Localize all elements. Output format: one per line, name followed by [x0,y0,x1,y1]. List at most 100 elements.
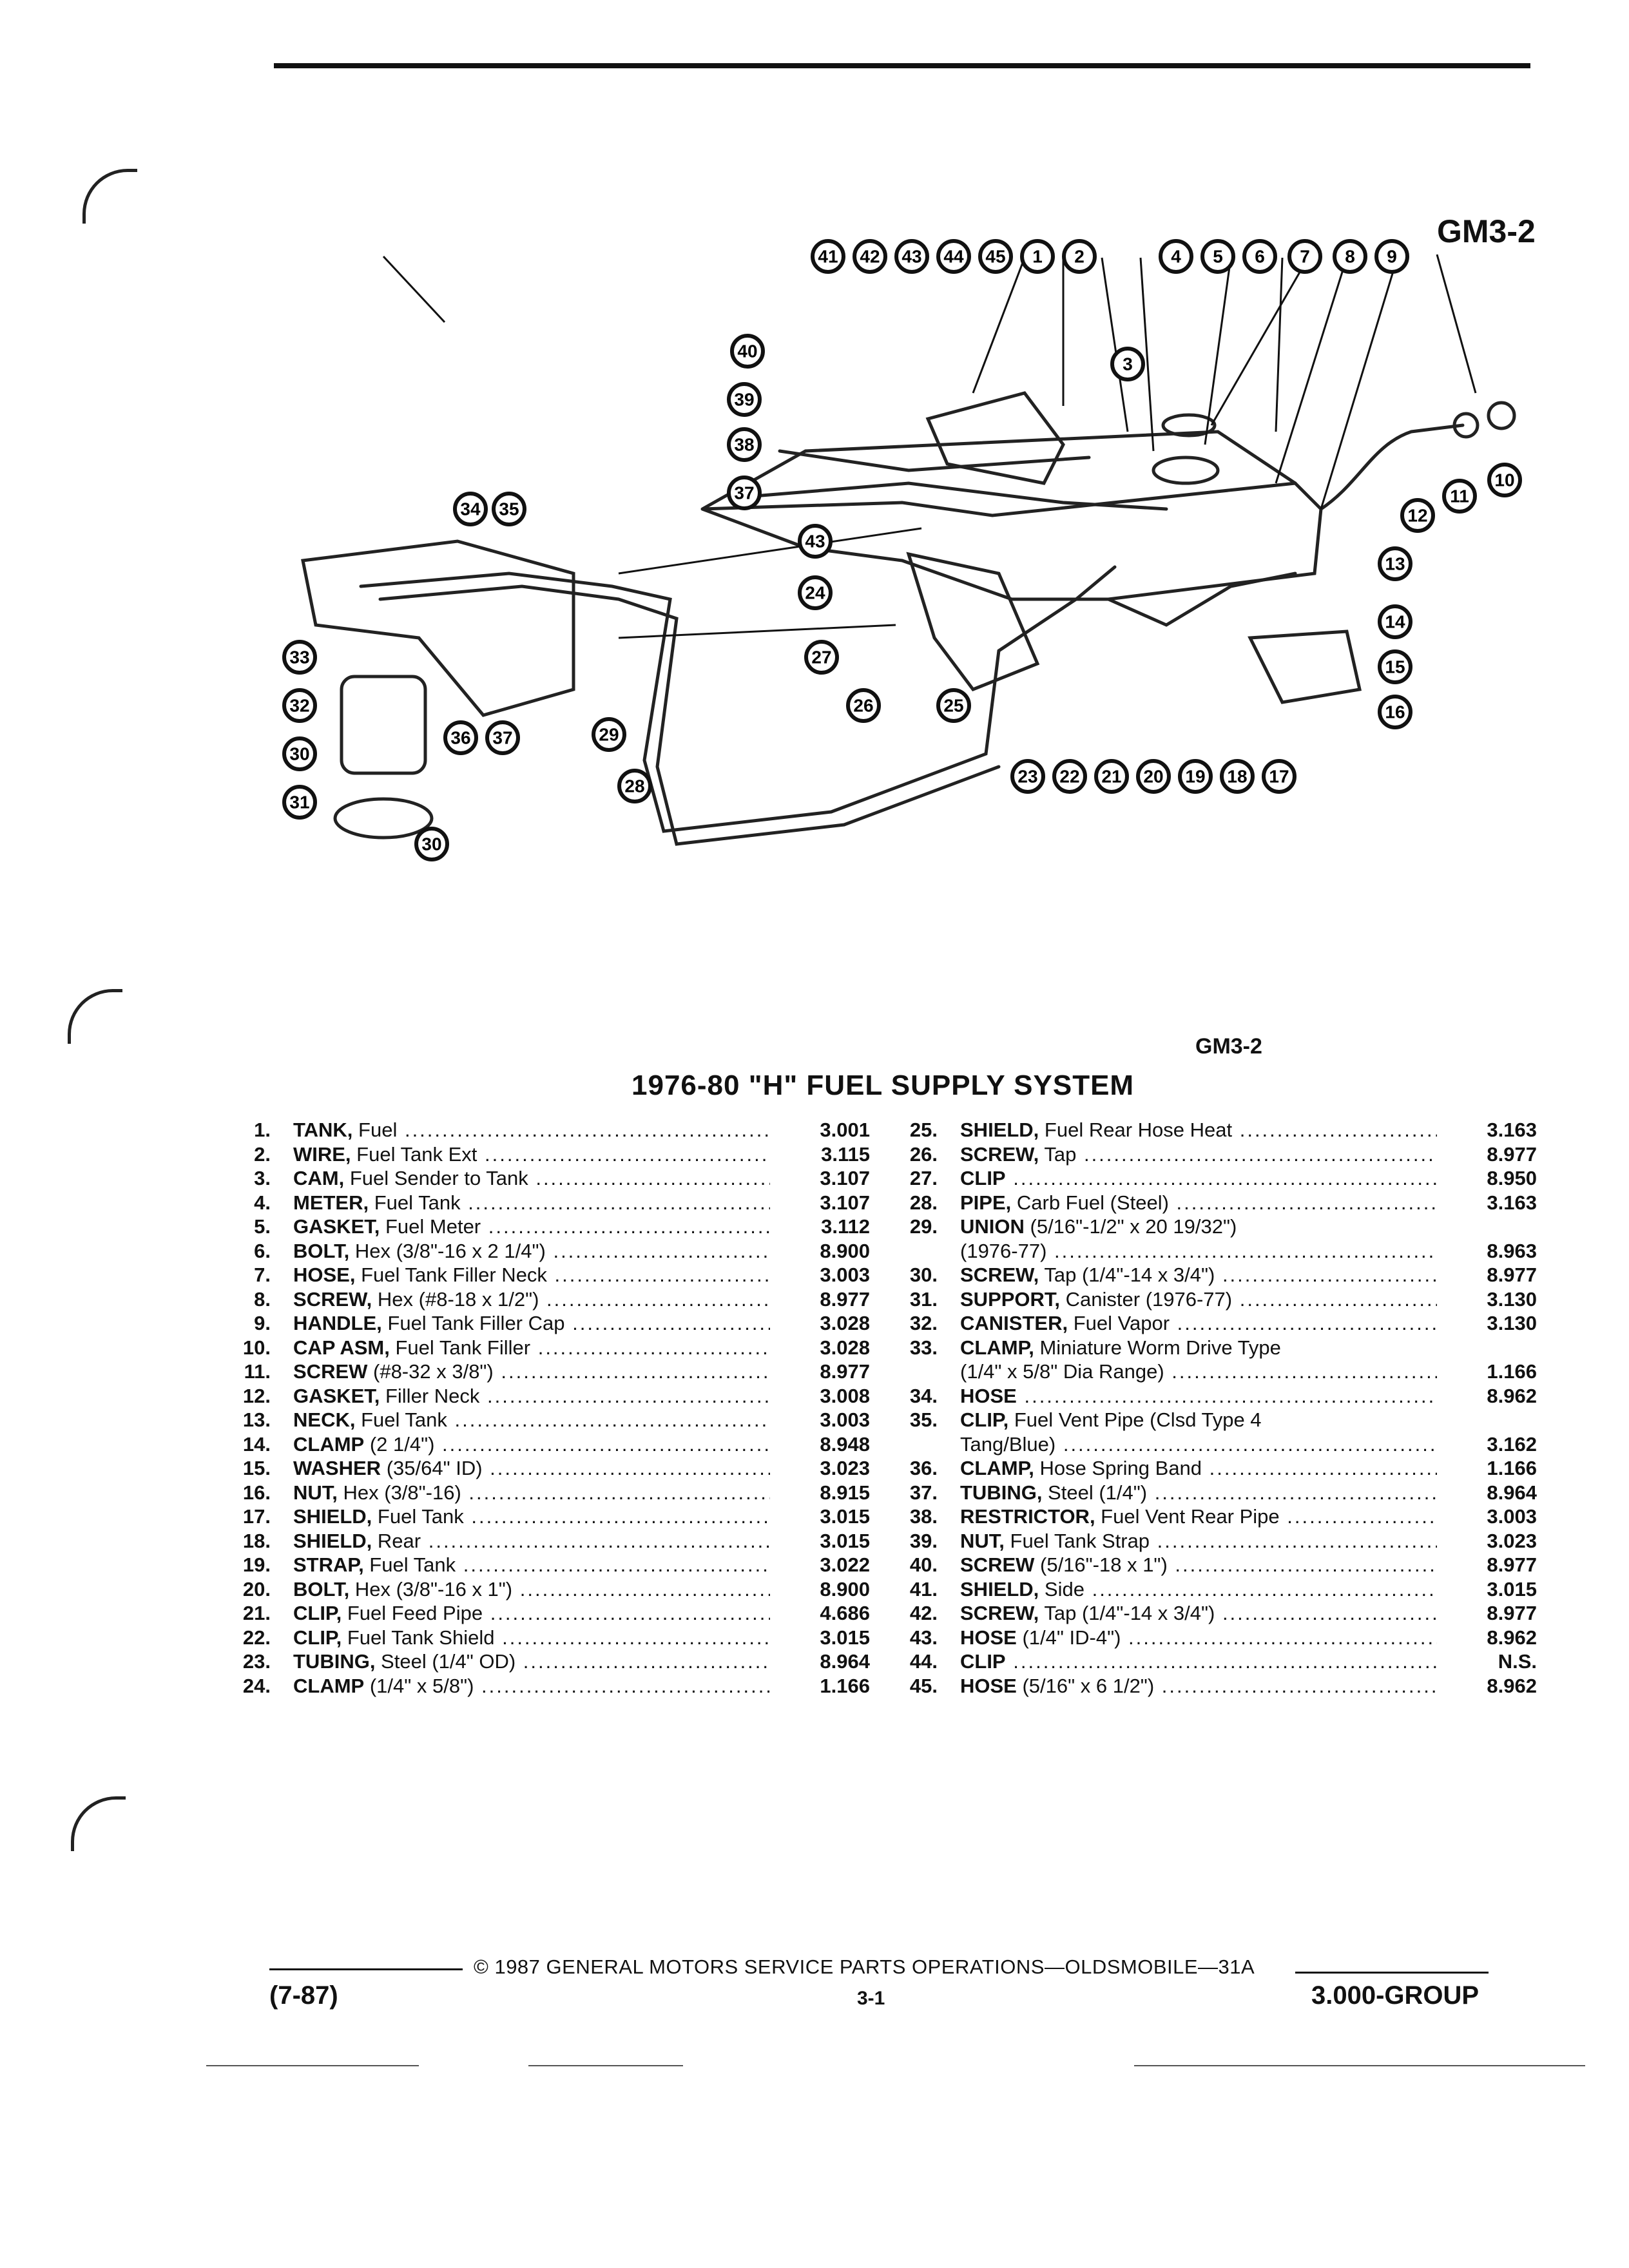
leader-dots: ........................................… [1054,1239,1437,1262]
svg-text:43: 43 [805,532,825,552]
svg-text:28: 28 [624,776,644,796]
part-name: SCREW, [960,1602,1039,1624]
callout-17: 17 [1262,759,1296,794]
svg-text:21: 21 [1101,767,1121,787]
group-code: 3.023 [820,1457,870,1479]
svg-text:3: 3 [1123,354,1133,374]
leader-dots: ........................................… [1177,1312,1437,1334]
callout-21: 21 [1094,759,1129,794]
part-row: 4.METER, Fuel Tank .....................… [226,1191,870,1215]
part-number: 23. [242,1650,271,1673]
group-number: 3.000-GROUP [1311,1981,1480,2010]
svg-text:30: 30 [289,744,309,764]
part-row: 2.WIRE, Fuel Tank Ext ..................… [226,1142,870,1167]
leader-dots: ........................................… [1176,1191,1437,1214]
group-code: 8.977 [1487,1142,1537,1166]
leader-dots: ........................................… [519,1577,770,1600]
leader-dots: ........................................… [1287,1505,1437,1528]
group-code: 8.963 [1487,1239,1537,1262]
callout-38: 38 [727,427,762,462]
part-name: SCREW, [960,1142,1039,1166]
callout-5: 5 [1200,239,1235,274]
part-description: RESTRICTOR, Fuel Vent Rear Pipe ........… [960,1504,1437,1529]
group-code: 3.003 [820,1264,870,1286]
part-description: WIRE, Fuel Tank Ext ....................… [293,1142,770,1167]
part-row: 7.HOSE, Fuel Tank Filler Neck ..........… [226,1263,870,1287]
part-number: 17. [242,1505,271,1528]
part-number: 26. [909,1142,938,1166]
leader-dots: ........................................… [468,1191,770,1214]
part-name: CAP ASM, [293,1336,390,1359]
part-name: HANDLE, [293,1312,382,1334]
svg-text:2: 2 [1074,247,1084,267]
part-number: 3. [254,1167,271,1189]
leader-dots: ........................................… [454,1408,770,1431]
svg-text:10: 10 [1494,470,1514,490]
part-number: 38. [909,1505,938,1528]
leader-dots: ........................................… [1083,1142,1437,1166]
part-detail: Fuel Tank [369,1191,461,1214]
group-code: 3.022 [820,1553,870,1576]
part-detail: Fuel Tank [363,1553,456,1576]
callout-6: 6 [1242,239,1277,274]
part-detail: Fuel Tank Filler Cap [381,1312,565,1334]
callout-27: 27 [804,640,839,675]
svg-text:42: 42 [860,247,880,267]
part-detail: Fuel Vent Pipe (Clsd Type 4 [1008,1408,1262,1431]
callout-9: 9 [1374,239,1409,274]
part-description: CLIP, Fuel Vent Pipe (Clsd Type 4 [960,1408,1437,1432]
callout-12: 12 [1400,498,1435,533]
part-row: 15.WASHER (35/64" ID) ..................… [226,1456,870,1481]
part-row: 37.TUBING, Steel (1/4") ................… [892,1481,1537,1505]
part-row: 20.BOLT, Hex (3/8"-16 x 1") ............… [226,1577,870,1602]
svg-text:19: 19 [1185,767,1205,787]
part-description: HOSE ...................................… [960,1384,1437,1408]
leader-dots: ........................................… [553,1239,770,1262]
part-description: SCREW, Tap (1/4"-14 x 3/4") ............… [960,1263,1437,1287]
svg-text:16: 16 [1385,702,1405,722]
part-number: 12. [242,1384,271,1407]
svg-text:20: 20 [1143,767,1163,787]
part-detail: Miniature Worm Drive Type [1034,1336,1281,1359]
part-number: 13. [242,1408,271,1431]
margin-mark [82,169,137,224]
part-description: SCREW, Hex (#8-18 x 1/2") ..............… [293,1287,770,1312]
part-number: 20. [242,1577,271,1600]
group-code: 8.962 [1487,1384,1537,1407]
part-description: CLAMP, Hose Spring Band ................… [960,1456,1437,1481]
part-name: GASKET, [293,1215,380,1238]
gasket-ring [1452,412,1480,439]
part-row: 31.SUPPORT, Canister (1976-77) .........… [892,1287,1537,1312]
part-detail: Fuel Tank Strap [1004,1529,1150,1552]
part-name: TUBING, [960,1481,1043,1504]
part-number: 11. [244,1360,271,1383]
group-code: 3.015 [820,1505,870,1528]
leader-dots: ........................................… [481,1674,770,1697]
leader-dots: ........................................… [1171,1360,1437,1383]
part-row: 39.NUT, Fuel Tank Strap ................… [892,1529,1537,1553]
part-row: 24.CLAMP (1/4" x 5/8") .................… [226,1674,870,1698]
callout-42: 42 [853,239,887,274]
part-name: CLIP, [960,1408,1009,1431]
part-detail: (2 1/4") [364,1432,435,1456]
group-code: 1.166 [1487,1360,1537,1383]
part-description: HOSE (5/16" x 6 1/2") ..................… [960,1674,1437,1698]
part-row: 21.CLIP, Fuel Feed Pipe ................… [226,1601,870,1626]
leader-dots: ........................................… [1222,1264,1437,1286]
part-name: CLIP [960,1650,1006,1673]
part-detail: Fuel Feed Pipe [342,1602,483,1624]
part-number: 19. [242,1553,271,1576]
part-detail: Fuel Tank Filler [389,1336,531,1359]
callout-7: 7 [1287,239,1322,274]
part-row: 11.SCREW (#8-32 x 3/8") ................… [226,1360,870,1384]
part-row: 36.CLAMP, Hose Spring Band .............… [892,1456,1537,1481]
leader-dots: ........................................… [502,1626,770,1649]
svg-text:17: 17 [1269,767,1289,787]
part-row: 1.TANK, Fuel ...........................… [226,1118,870,1142]
part-description: SHIELD, Side ...........................… [960,1577,1437,1602]
part-detail: Fuel Tank Filler Neck [355,1264,547,1286]
svg-text:5: 5 [1213,247,1223,267]
callout-10: 10 [1487,463,1522,497]
part-detail: Hex (3/8"-16 x 1") [349,1577,513,1600]
part-description: SCREW (5/16"-18 x 1") ..................… [960,1553,1437,1577]
